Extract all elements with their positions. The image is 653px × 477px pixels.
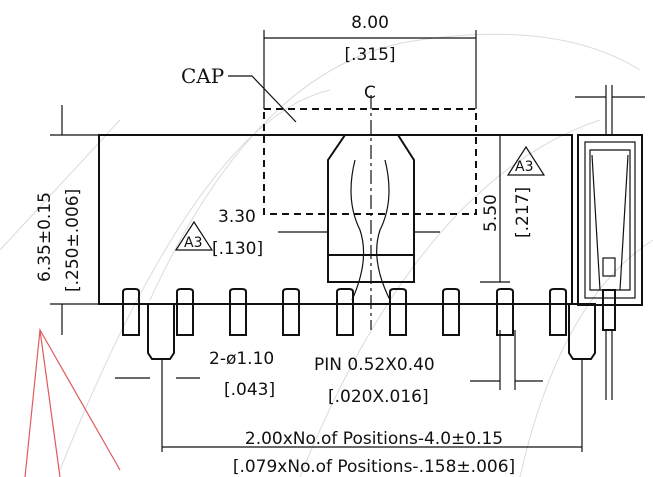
width-mm: 8.00 [351, 13, 389, 33]
pin [122, 288, 140, 336]
height-mm: 6.35±0.15 [35, 192, 55, 282]
pin [549, 288, 567, 336]
pin [389, 288, 407, 336]
length-in: [.079xNo.of Positions-.158±.006] [233, 457, 515, 477]
length-mm: 2.00xNo.of Positions-4.0±0.15 [245, 429, 503, 449]
pin [442, 288, 460, 336]
pin-row [122, 288, 596, 360]
width-in: [.315] [344, 45, 395, 65]
note-triangle-b: A3 [506, 145, 546, 176]
inner-in: [.130] [212, 239, 263, 259]
inner-mm: 3.30 [218, 207, 256, 227]
pin [282, 288, 300, 336]
pin [176, 288, 194, 336]
height-in: [.250±.006] [63, 189, 83, 292]
dim-length: 2.00xNo.of Positions-4.0±0.15 [.079xNo.o… [161, 360, 583, 477]
dim-depth: 5.50 [.217] [480, 135, 533, 283]
hole-mm: 2-ø1.10 [209, 349, 274, 369]
hole-in: [.043] [224, 380, 275, 400]
watermark [0, 33, 653, 477]
boss-peg [568, 303, 596, 360]
centerline-symbol: C [364, 83, 376, 103]
depth-in: [.217] [513, 187, 533, 238]
pin [496, 288, 514, 336]
depth-mm: 5.50 [481, 194, 501, 232]
note-a-label: A3 [184, 235, 202, 251]
side-section-view [575, 85, 645, 400]
dim-hole: 2-ø1.10 [.043] [115, 349, 275, 400]
dim-inner: 3.30 [.130] [212, 207, 440, 259]
pin [229, 288, 247, 336]
dim-pin: PIN 0.52X0.40 [.020X.016] [314, 330, 543, 407]
connector-body [98, 134, 573, 305]
note-b-label: A3 [515, 159, 533, 175]
pin-mm: PIN 0.52X0.40 [314, 355, 435, 375]
cap-label: CAP [181, 64, 224, 88]
dim-width: 8.00 [.315] [263, 13, 477, 109]
boss-peg [147, 303, 175, 360]
dim-height: 6.35±0.15 [.250±.006] [35, 105, 99, 335]
cap-callout: CAP [181, 64, 297, 123]
cap-outline [263, 108, 477, 215]
pin [336, 288, 354, 336]
center-latch [327, 134, 415, 301]
pin-in: [.020X.016] [328, 387, 429, 407]
note-triangle-a: A3 [174, 220, 214, 251]
